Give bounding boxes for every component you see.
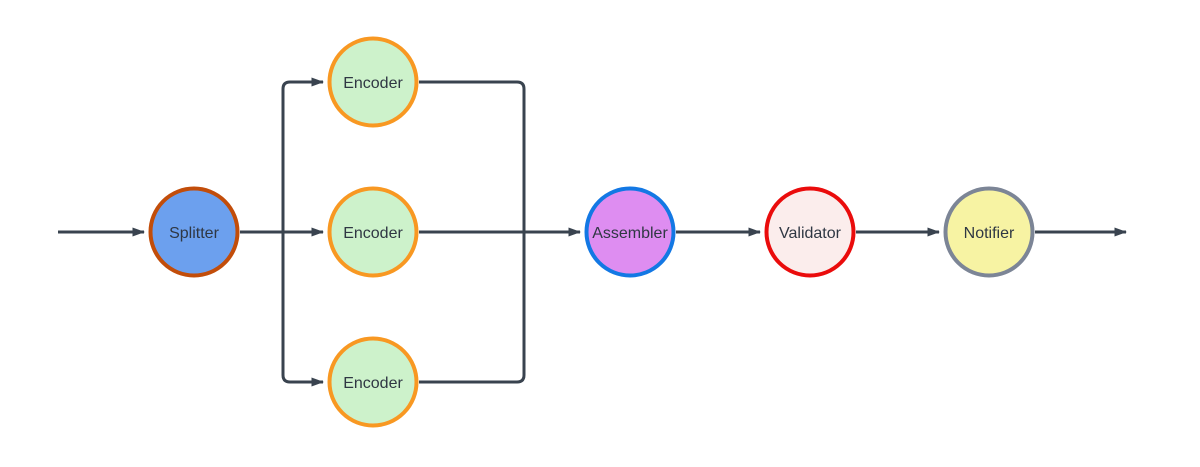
notifier-label: Notifier [964,225,1015,242]
edge-layer [58,77,1127,387]
validator-node[interactable]: Validator [764,186,856,278]
encoder-node-top[interactable]: Encoder [327,36,419,128]
assembler-circle[interactable] [584,186,676,278]
encoder-middle-circle[interactable] [327,186,419,278]
encoder-node-bottom[interactable]: Encoder [327,336,419,428]
validator-label: Validator [779,225,842,242]
encoder-bottom-circle[interactable] [327,336,419,428]
edge-splitter-to-encoder-top[interactable] [281,77,324,232]
encoder-middle-label: Encoder [343,225,403,242]
node-layer: Splitter Encoder Encoder Encoder Assembl… [148,36,1035,428]
encoder-bottom-label: Encoder [343,375,403,392]
notifier-node[interactable]: Notifier [943,186,1035,278]
edge-encoder-top-to-assembler[interactable] [419,80,526,232]
encoder-node-middle[interactable]: Encoder [327,186,419,278]
validator-circle[interactable] [764,186,856,278]
splitter-circle[interactable] [148,186,240,278]
splitter-node[interactable]: Splitter [148,186,240,278]
splitter-label: Splitter [169,225,219,242]
assembler-label: Assembler [592,225,668,242]
assembler-node[interactable]: Assembler [584,186,676,278]
edge-splitter-to-encoder-bottom[interactable] [281,232,324,387]
encoder-top-label: Encoder [343,75,403,92]
notifier-circle[interactable] [943,186,1035,278]
edge-encoder-bottom-to-assembler[interactable] [419,232,526,384]
encoder-top-circle[interactable] [327,36,419,128]
